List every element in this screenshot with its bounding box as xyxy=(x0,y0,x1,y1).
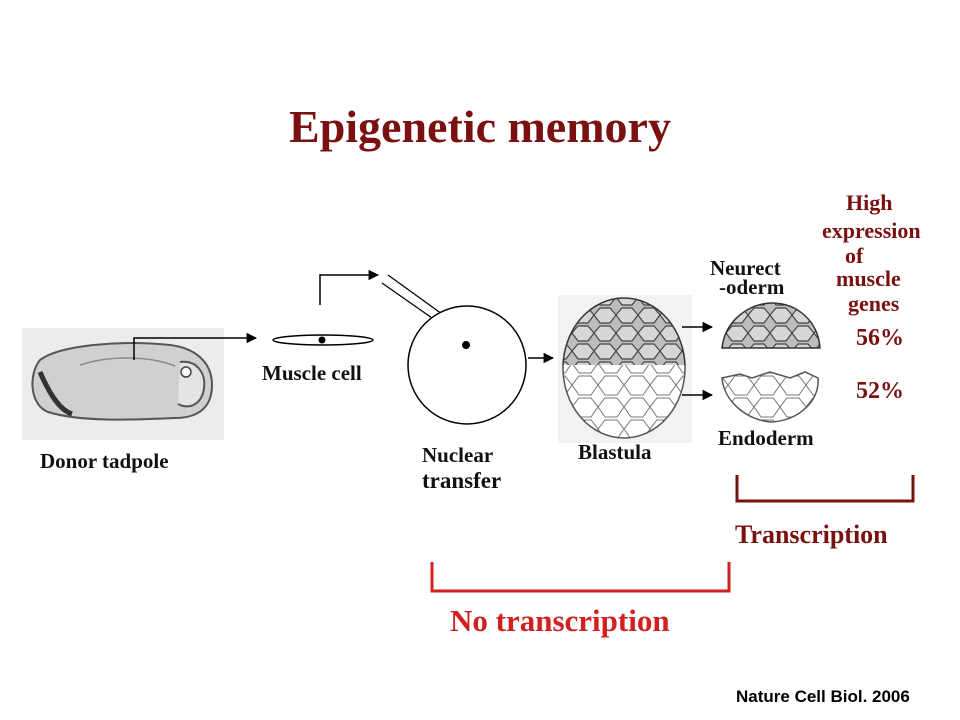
no-transcription-label: No transcription xyxy=(450,603,670,638)
nuclear-label: Nuclear xyxy=(422,443,494,467)
neuroectoderm-label-line1: Neurect xyxy=(710,256,781,280)
expression-line-expression: expression xyxy=(822,218,921,243)
donor-tadpole-label: Donor tadpole xyxy=(40,449,169,473)
neuroectoderm-percentage: 56% xyxy=(856,325,904,351)
arrow-tadpole-to-muscle xyxy=(133,332,258,360)
muscle-cell-shape xyxy=(272,334,374,346)
expression-line-genes: genes xyxy=(848,291,900,316)
egg-cell xyxy=(407,305,527,425)
blastula-label: Blastula xyxy=(578,440,652,464)
endoderm-label: Endoderm xyxy=(718,426,814,450)
neuroectoderm-label-line2: -oderm xyxy=(719,275,785,299)
endoderm-percentage: 52% xyxy=(856,378,904,404)
blastula-image xyxy=(558,295,692,443)
transfer-label: transfer xyxy=(422,468,502,493)
endoderm-image xyxy=(721,371,819,423)
expression-line-of: of xyxy=(845,243,864,268)
donor-tadpole-image xyxy=(22,328,224,440)
arrow-muscle-to-transfer xyxy=(319,269,380,305)
citation: Nature Cell Biol. 2006 xyxy=(736,687,910,706)
transcription-bracket xyxy=(735,475,915,503)
no-transcription-bracket xyxy=(430,562,731,593)
page-title: Epigenetic memory xyxy=(289,101,671,152)
neuroectoderm-image xyxy=(721,302,821,349)
muscle-cell-label: Muscle cell xyxy=(262,361,362,385)
expression-line-muscle: muscle xyxy=(836,266,901,291)
transcription-label: Transcription xyxy=(735,520,888,549)
expression-line-high: High xyxy=(846,190,893,215)
